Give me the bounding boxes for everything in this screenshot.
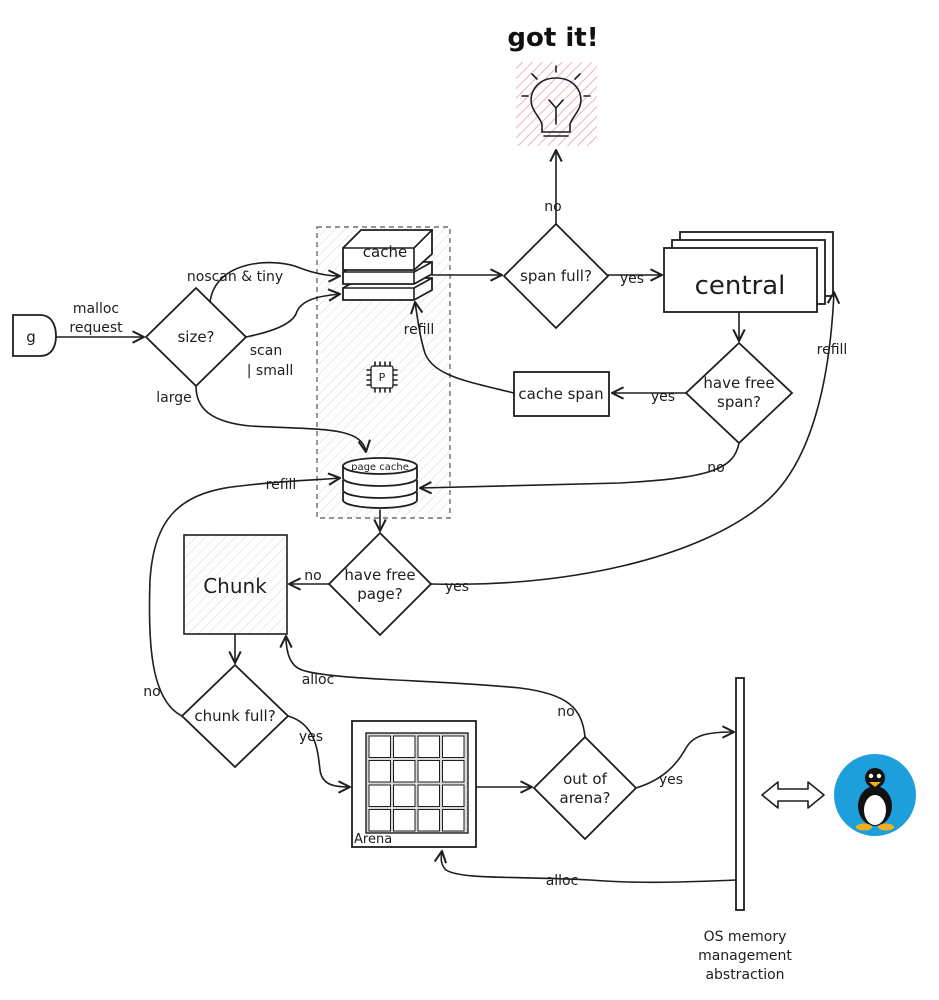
have-free-span-decision: have free span? [684, 341, 794, 445]
malloc-label-1: malloc [73, 301, 119, 317]
goroutine-label: g [26, 328, 36, 346]
arena-cell [417, 784, 440, 807]
yes-page-label: yes [445, 579, 469, 595]
arena-node: Arena [351, 720, 477, 848]
p-label: P [379, 371, 386, 384]
cpu-chip-icon: P [366, 361, 398, 393]
arena-cell [393, 735, 416, 758]
central-label: central [695, 271, 786, 301]
arena-cell [417, 760, 440, 783]
double-arrow-icon [761, 781, 825, 809]
chunk-node: Chunk [183, 534, 288, 635]
os-line3: abstraction [705, 967, 784, 983]
span-full-label: span full? [520, 267, 592, 285]
goroutine-node: g [12, 314, 57, 357]
have-free-span-line1: have free [703, 374, 774, 392]
size-decision: size? [144, 286, 248, 388]
page-cache-label: page cache [351, 462, 409, 473]
chunk-full-decision: chunk full? [180, 663, 290, 769]
malloc-label-2: request [69, 320, 123, 336]
no-chunk-full-label: no [143, 684, 160, 700]
arena-cell [393, 809, 416, 832]
span-full-decision: span full? [502, 222, 610, 330]
have-free-page-line2: page? [357, 585, 402, 603]
central-node: central [663, 231, 834, 313]
small-label: | small [247, 363, 293, 379]
edge-labels: malloc request noscan & tiny scan | smal… [69, 199, 847, 889]
alloc-arena-label: alloc [546, 873, 579, 889]
linux-tux-icon [834, 754, 916, 836]
cache-stack: cache [342, 229, 433, 301]
refill-central-label: refill [817, 342, 848, 358]
chunk-full-label: chunk full? [194, 707, 275, 725]
refill-cache-label: refill [404, 322, 435, 338]
arena-cell [368, 760, 391, 783]
large-label: large [156, 390, 191, 406]
no-page-cache-label: no [707, 460, 724, 476]
yes-cache-span-label: yes [651, 389, 675, 405]
out-of-arena-line1: out of [563, 770, 608, 788]
out-of-arena-decision: out of arena? [532, 735, 638, 841]
arena-cell [393, 784, 416, 807]
title: got it! [507, 23, 598, 53]
have-free-span-line2: span? [717, 393, 761, 411]
refill-page-cache-label: refill [266, 477, 297, 493]
arena-cell [368, 784, 391, 807]
arena-cell [442, 735, 465, 758]
scan-label: scan [250, 343, 282, 359]
arena-cell [442, 784, 465, 807]
arena-label: Arena [354, 832, 392, 847]
yes-arena-label: yes [299, 729, 323, 745]
arena-cell [442, 809, 465, 832]
page-cache-stack: page cache [342, 457, 418, 509]
size-label: size? [177, 328, 214, 346]
cache-label: cache [363, 243, 407, 261]
cache-span-label: cache span [518, 385, 603, 403]
cache-span-node: cache span [513, 371, 610, 417]
arena-cell [417, 735, 440, 758]
arena-cell [368, 735, 391, 758]
noscan-tiny-label: noscan & tiny [187, 269, 283, 285]
os-line2: management [698, 948, 792, 964]
edges [55, 148, 841, 884]
no-chunk-label: no [304, 568, 321, 584]
alloc-chunk-label: alloc [302, 672, 335, 688]
yes-os-label: yes [659, 772, 683, 788]
no-got-label: no [544, 199, 561, 215]
lightbulb-icon [516, 62, 597, 146]
have-free-page-decision: have free page? [327, 531, 433, 637]
out-of-arena-line2: arena? [560, 789, 611, 807]
yes-central-label: yes [620, 271, 644, 287]
arena-cell [393, 760, 416, 783]
os-memory-bar: OS memory management abstraction [698, 677, 792, 983]
arena-cell [417, 809, 440, 832]
arena-cell [442, 760, 465, 783]
have-free-page-line1: have free [344, 566, 415, 584]
os-line1: OS memory [704, 929, 787, 945]
no-arena-label: no [557, 704, 574, 720]
arena-cell [368, 809, 391, 832]
chunk-label: Chunk [203, 574, 267, 598]
